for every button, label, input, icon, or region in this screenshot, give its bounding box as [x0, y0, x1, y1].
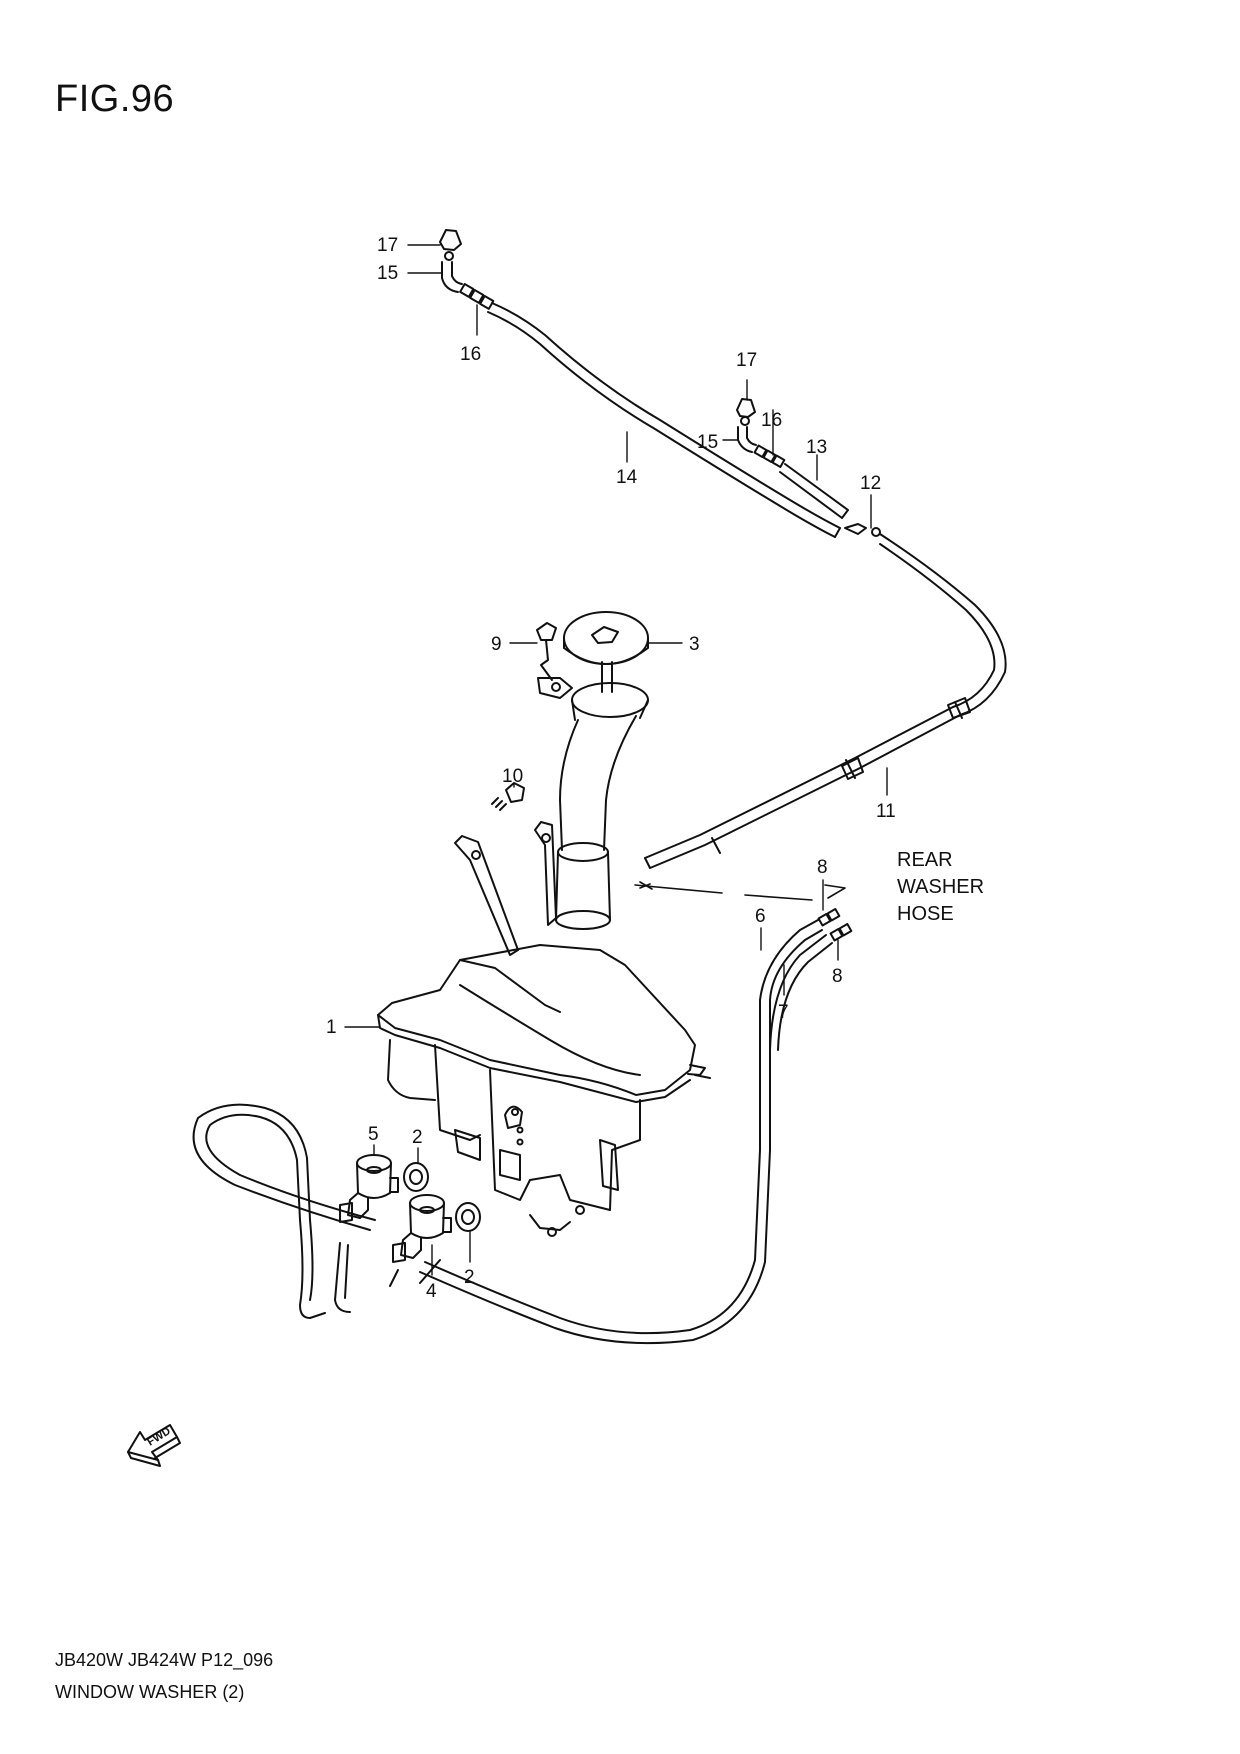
callout-2-lower: 2	[464, 1267, 475, 1288]
callout-7: 7	[778, 1002, 789, 1023]
callout-16-left: 16	[460, 344, 481, 365]
callout-13: 13	[806, 437, 827, 458]
footer-section-name: WINDOW WASHER (2)	[55, 1682, 245, 1702]
pump-4-icon	[392, 1194, 452, 1263]
callout-11: 11	[876, 801, 896, 822]
callout-15-left: 15	[377, 263, 398, 284]
callout-4: 4	[426, 1281, 437, 1302]
callout-1: 1	[326, 1017, 337, 1038]
note-washer: WASHER	[897, 876, 984, 898]
callout-12: 12	[860, 473, 881, 494]
connector-8-lower-icon	[829, 923, 853, 942]
pump-hose-loop	[205, 1113, 376, 1319]
washer-reservoir	[377, 944, 711, 1237]
nozzle-left-icon	[439, 229, 462, 261]
hose-13	[779, 463, 849, 519]
callout-8-lower: 8	[832, 966, 843, 987]
t-joint-icon	[844, 523, 881, 537]
fwd-label: FWD	[145, 1425, 173, 1448]
connector-8-upper-icon	[817, 908, 841, 927]
callout-14: 14	[616, 467, 638, 488]
bolt-10-icon	[491, 782, 525, 811]
callout-17-right: 17	[736, 350, 757, 371]
hose-6	[424, 919, 819, 1335]
grommet-upper-icon	[403, 1162, 429, 1192]
fwd-arrow-icon	[127, 1424, 181, 1467]
callout-15-right: 15	[697, 432, 718, 453]
callout-5: 5	[368, 1124, 379, 1145]
callout-9: 9	[491, 634, 502, 655]
figure-title: FIG.96	[55, 78, 175, 120]
callout-17-left: 17	[377, 235, 398, 256]
footer-model-code: JB420W JB424W P12_096	[55, 1650, 274, 1670]
note-rear: REAR	[897, 849, 953, 871]
callout-3: 3	[689, 634, 700, 655]
joint-right-icon	[753, 444, 786, 468]
callout-2-upper: 2	[412, 1127, 423, 1148]
note-hose: HOSE	[897, 903, 954, 925]
callout-8-upper: 8	[817, 857, 828, 878]
callout-6: 6	[755, 906, 766, 927]
nozzle-right-icon	[736, 398, 756, 426]
hose-7	[769, 934, 833, 1051]
screw-9-icon	[536, 622, 557, 681]
callout-10: 10	[502, 766, 523, 787]
filler-cap-icon	[563, 611, 649, 693]
grommet-lower-icon	[455, 1202, 481, 1232]
joint-left-icon	[459, 283, 495, 310]
hose-11	[649, 533, 1007, 869]
hose-14	[491, 302, 841, 529]
elbow-left-icon	[441, 261, 463, 293]
filler-neck	[555, 682, 649, 930]
callout-16-right: 16	[761, 410, 782, 431]
elbow-right-icon	[737, 426, 757, 453]
